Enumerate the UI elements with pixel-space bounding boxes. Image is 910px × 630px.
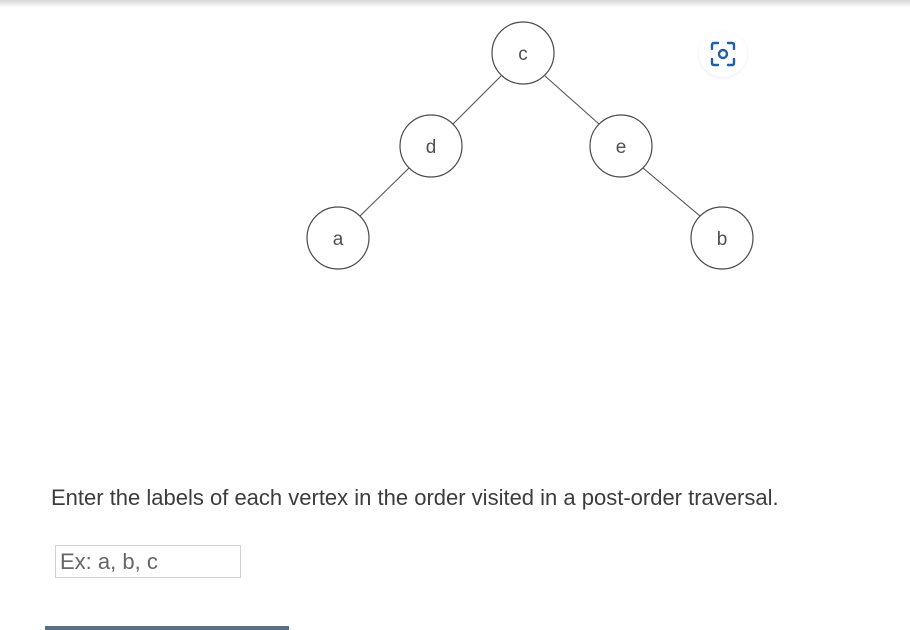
node-b-label: b [717, 229, 728, 250]
edge-c-d [452, 75, 502, 125]
node-e-label: e [616, 137, 627, 158]
node-d-label: d [426, 137, 437, 158]
scan-button[interactable] [699, 31, 747, 77]
bottom-bar [45, 626, 289, 630]
top-shadow [0, 0, 910, 8]
node-a-label: a [333, 229, 344, 250]
question-prompt: Enter the labels of each vertex in the o… [51, 485, 779, 510]
node-a: a [306, 206, 370, 270]
node-e: e [589, 114, 653, 178]
tree-diagram: c d e a b [306, 21, 754, 270]
edge-c-e [544, 75, 600, 125]
node-c: c [491, 21, 555, 85]
answer-input[interactable] [55, 545, 241, 578]
edge-d-a [359, 167, 410, 217]
edge-e-b [642, 167, 701, 217]
scan-icon [710, 41, 736, 67]
node-d: d [399, 114, 463, 178]
node-c-label: c [518, 44, 528, 65]
node-b: b [690, 206, 754, 270]
